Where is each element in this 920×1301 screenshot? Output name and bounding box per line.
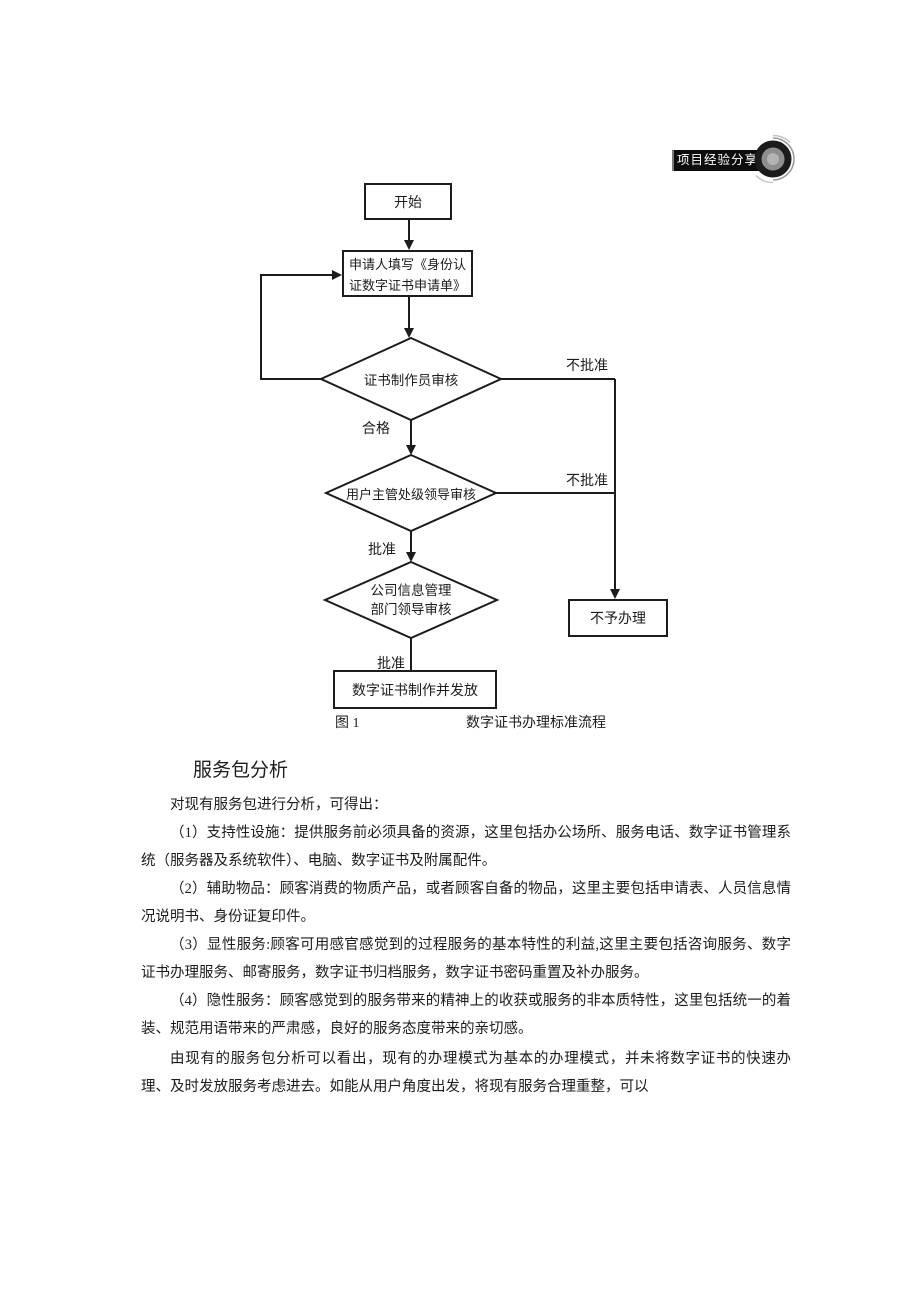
figure-caption-number: 图 1 bbox=[335, 716, 360, 731]
flowchart-node-apply: 申请人填写《身份认 证数字证书申请单》 bbox=[342, 250, 473, 297]
dept-review-line1: 公司信息管理 bbox=[370, 583, 452, 598]
logo-icon bbox=[747, 133, 801, 187]
dept-review-line2: 部门领导审核 bbox=[370, 602, 452, 617]
service-item-1: （1）支持性设施：提供服务前必须具备的资源，这里包括办公场所、服务电话、数字证书… bbox=[141, 825, 791, 869]
figure-caption-title: 数字证书办理标准流程 bbox=[466, 716, 606, 731]
article-body: 服务包分析 对现有服务包进行分析，可得出： （1）支持性设施：提供服务前必须具备… bbox=[141, 758, 791, 1101]
start-label: 开始 bbox=[394, 195, 422, 211]
apply-label-line2: 证数字证书申请单》 bbox=[348, 278, 466, 293]
closing-paragraph: 由现有的服务包分析可以看出，现有的办理模式为基本的办理模式，并未将数字证书的快速… bbox=[141, 1051, 791, 1095]
edge-label-approved-1: 批准 bbox=[368, 543, 396, 558]
flowchart-decision-supervisor-review: 用户主管处级领导审核 bbox=[345, 487, 476, 502]
edge-label-qualified: 合格 bbox=[362, 422, 390, 437]
apply-label-line1: 申请人填写《身份认 bbox=[348, 257, 466, 272]
project-experience-badge: 项目经验分享 bbox=[672, 150, 761, 171]
badge-label: 项目经验分享 bbox=[676, 153, 758, 167]
edge-label-approved-2: 批准 bbox=[377, 657, 405, 672]
edge-label-not-approved-2: 不批准 bbox=[566, 474, 608, 489]
intro-paragraph: 对现有服务包进行分析，可得出： bbox=[170, 797, 388, 813]
service-item-2: （2）辅助物品：顾客消费的物质产品，或者顾客自备的物品，这里主要包括申请表、人员… bbox=[141, 881, 791, 925]
edge-label-not-approved-1: 不批准 bbox=[566, 359, 608, 374]
flowchart-decision-maker-review: 证书制作员审核 bbox=[363, 373, 459, 388]
flowchart-decision-dept-review: 公司信息管理 部门领导审核 bbox=[331, 581, 491, 619]
service-item-4: （4）隐性服务：顾客感觉到的服务带来的精神上的收获或服务的非本质特性，这里包括统… bbox=[141, 993, 791, 1037]
section-heading: 服务包分析 bbox=[193, 760, 289, 781]
flowchart-node-reject: 不予办理 bbox=[568, 599, 668, 637]
reject-label: 不予办理 bbox=[590, 612, 646, 627]
flowchart-node-start: 开始 bbox=[364, 183, 452, 220]
flowchart-connectors bbox=[260, 220, 620, 671]
flowchart-node-final: 数字证书制作并发放 bbox=[333, 670, 497, 709]
service-item-3: （3）显性服务:顾客可用感官感觉到的过程服务的基本特性的利益,这里主要包括咨询服… bbox=[141, 937, 791, 981]
final-label: 数字证书制作并发放 bbox=[352, 683, 478, 699]
